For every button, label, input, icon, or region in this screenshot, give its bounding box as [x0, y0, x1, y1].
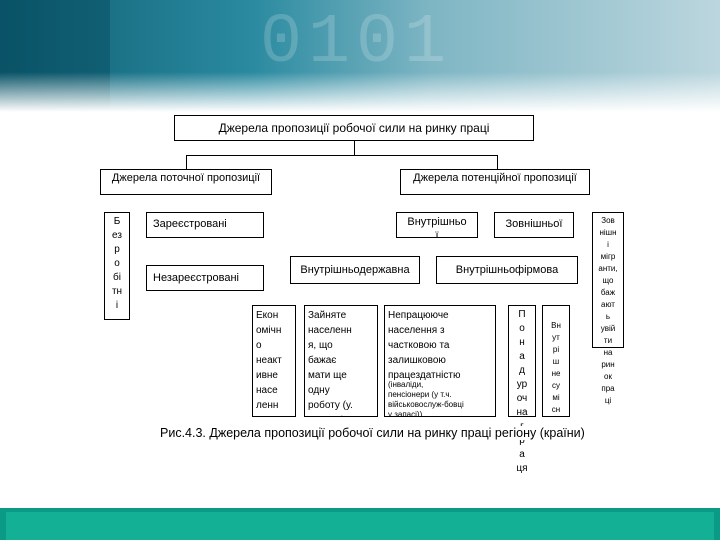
internal-firm-box: Внутрішньофірмова — [436, 256, 578, 284]
nonworking-text: Непрацююче населення з частковою та зали… — [388, 310, 461, 381]
unregistered-text: Незареєстровані — [153, 272, 239, 284]
econ-inactive-box: Екон омічн о неакт ивне насе ленн я — [252, 305, 296, 417]
registered-box: Зареєстровані — [146, 212, 264, 238]
unregistered-box: Незареєстровані — [146, 265, 264, 291]
header-banner: 0101 — [0, 0, 720, 112]
internal-state-box: Внутрішньодержавна — [290, 256, 420, 284]
current-sources-box: Джерела поточної пропозиції — [100, 169, 272, 195]
podrostk-box: П о н а д ур оч на г р а ця — [508, 305, 536, 474]
registered-text: Зареєстровані — [153, 218, 227, 230]
econ-inactive-text: Екон омічн о неакт ивне насе ленн я — [256, 310, 282, 416]
nonworking-subtext: (інваліди, пенсіонери (у т.ч. військовос… — [388, 380, 464, 417]
footer-inner — [6, 512, 714, 540]
connector-left-drop — [186, 155, 187, 169]
external-box: Зовнішньої — [494, 212, 574, 238]
potential-sources-text: Джерела потенційної пропозиції — [413, 172, 577, 184]
figure-caption: Рис.4.3. Джерела пропозиції робочої сили… — [160, 426, 660, 440]
footer-bar — [0, 508, 720, 540]
external-migrants-box: Зов нішн і мігр анти, що баж ают ь увій … — [592, 212, 624, 405]
internal-firm-text: Внутрішньофірмова — [455, 264, 559, 276]
internal-short-box: Вн ут рі ш не су мі сн ... — [542, 305, 570, 417]
banner-digits-decoration: 0101 — [260, 4, 453, 83]
employed-pop-text: Зайняте населенн я, що бажає мати ще одн… — [308, 310, 353, 416]
unemployed-text: Б ез р о бі тн і — [111, 216, 123, 311]
current-sources-text: Джерела поточної пропозиції — [111, 172, 261, 184]
potential-sources-box: Джерела потенційної пропозиції — [400, 169, 590, 195]
connector-top-down — [354, 141, 355, 155]
internal-box: Внутрішньо ї — [396, 212, 478, 238]
external-text: Зовнішньої — [505, 218, 563, 230]
podrostk-text: П о н а д ур оч на г р а ця — [516, 309, 528, 474]
banner-fade — [0, 72, 720, 112]
top-title-box: Джерела пропозиції робочої сили на ринку… — [174, 115, 534, 141]
external-migrants-text: Зов нішн і мігр анти, що баж ают ь увій … — [598, 216, 618, 405]
connector-horizontal — [186, 155, 498, 156]
connector-right-drop — [497, 155, 498, 169]
internal-short-text: Вн ут рі ш не су мі сн ... — [551, 321, 561, 414]
unemployed-box: Б ез р о бі тн і — [104, 212, 130, 320]
internal-text: Внутрішньо ї — [407, 216, 467, 238]
employed-pop-box: Зайняте населенн я, що бажає мати ще одн… — [304, 305, 378, 417]
nonworking-box: Непрацююче населення з частковою та зали… — [384, 305, 496, 417]
top-title-text: Джерела пропозиції робочої сили на ринку… — [218, 121, 490, 135]
internal-state-text: Внутрішньодержавна — [300, 264, 410, 276]
